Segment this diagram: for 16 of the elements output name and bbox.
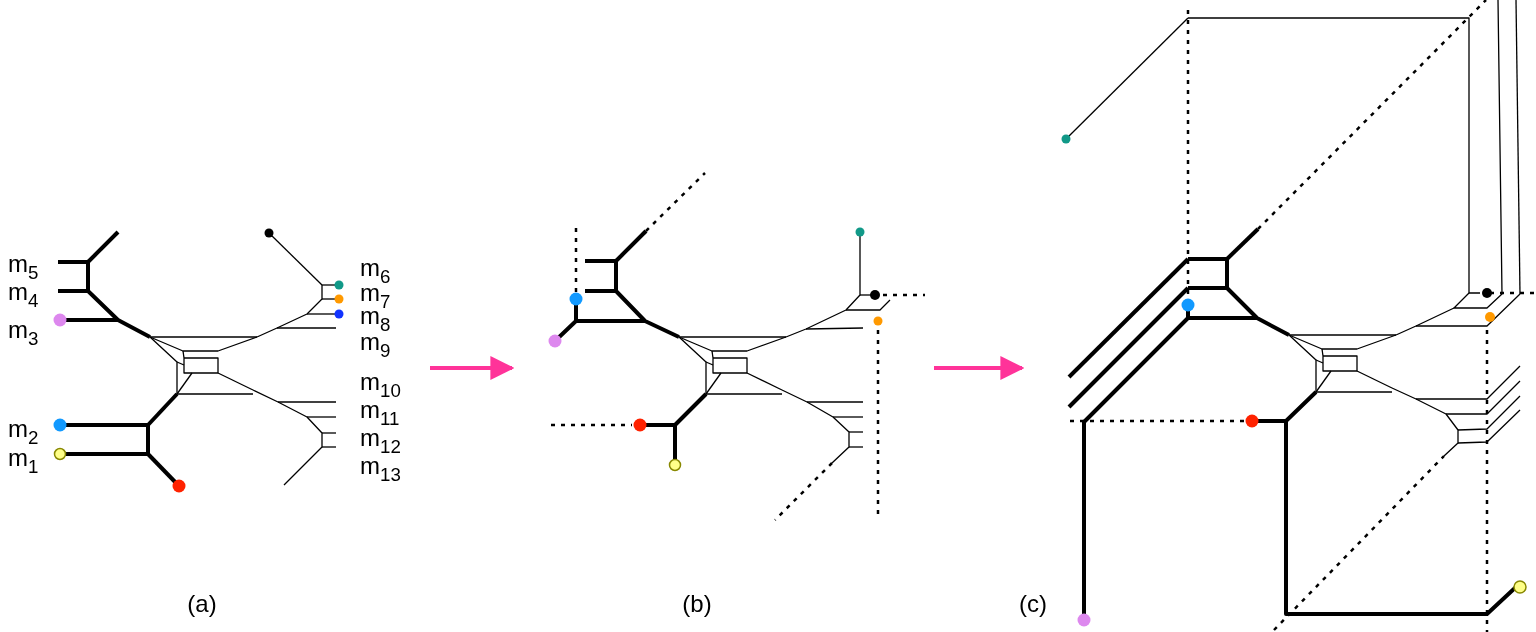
panel-label: (c) [1019,590,1047,618]
vertex-label: m$_{13}$ [360,454,401,485]
arrow [430,356,515,380]
vertex-label: m$_{3}$ [8,318,39,349]
vertex-label: m$_{11}$ [360,398,400,429]
vertex-label: m$_{5}$ [8,252,39,283]
vertex-label: m$_{9}$ [360,330,391,361]
vertex-label: m$_{12}$ [360,426,401,457]
vertex-label: m$_{4}$ [8,280,39,311]
vertex-label: m$_{2}$ [8,417,39,448]
vertex-label: m$_{10}$ [360,370,401,401]
vertex-label: m$_{6}$ [360,256,391,287]
arrow [934,356,1025,380]
panel-label: (b) [682,590,712,618]
panel-label: (a) [187,590,217,618]
vertex-label: m$_{1}$ [8,446,39,477]
